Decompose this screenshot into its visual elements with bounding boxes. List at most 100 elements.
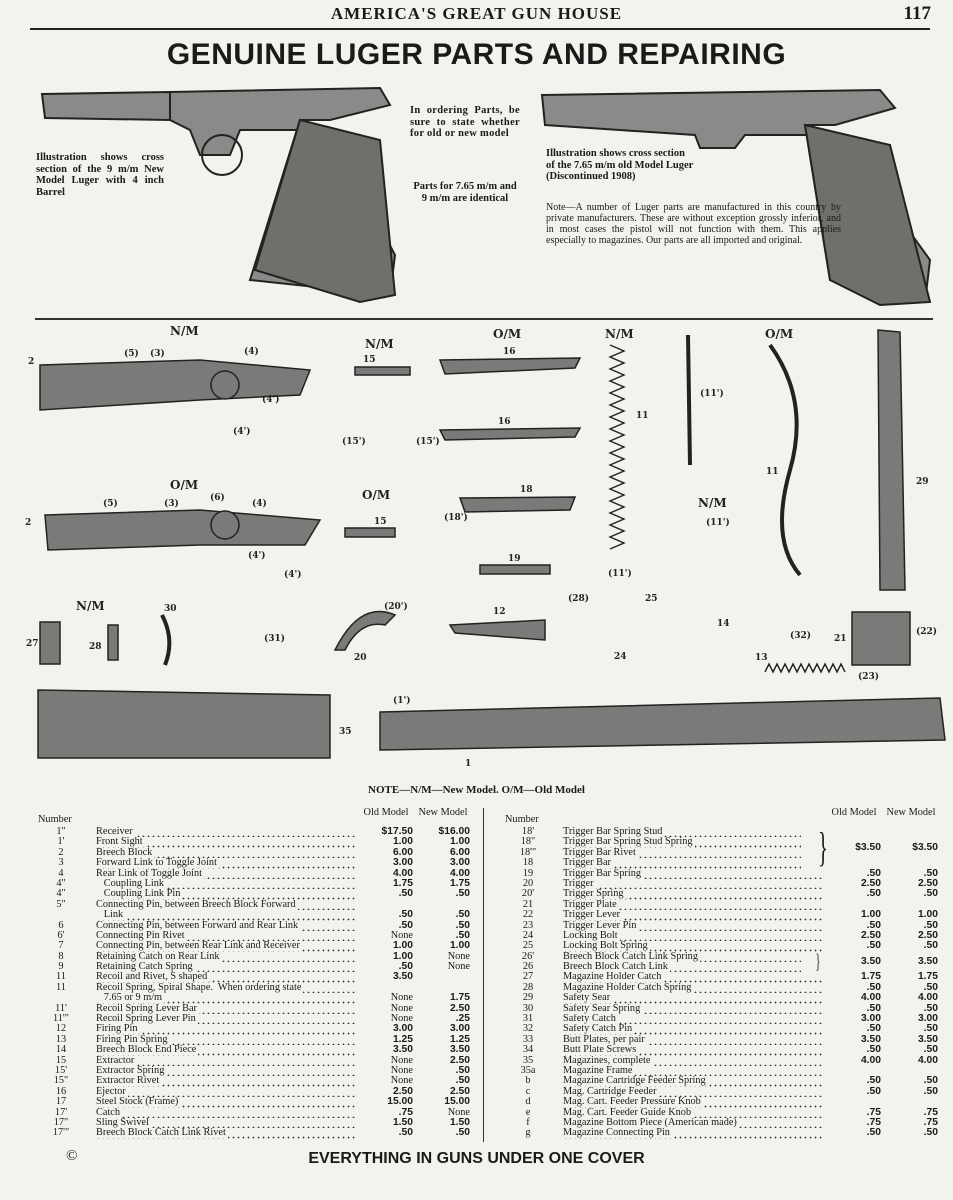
manufacturer-note: Note—A number of Luger parts are manufac… [546,202,841,246]
part-description-cell: Magazine Frame [563,1065,823,1077]
part-number: 25 [522,940,534,952]
part-description-cell: Trigger Lever Pin [563,920,823,931]
toggle-joint-om [210,510,240,540]
part-description-cell: Ejector [96,1086,355,1098]
part-description: Magazines, complete [563,1055,653,1066]
running-head: AMERICA'S GREAT GUN HOUSE [330,4,623,23]
part-description: Trigger Plate [563,899,619,910]
part-number-label: 13 [755,653,768,663]
part-description-cell: Coupling Link Pin [96,889,355,900]
new-model-price: .50 [455,919,470,931]
part-number: 33 [522,1033,534,1045]
part-description: Magazine Holder Catch [563,972,664,983]
new-model-price: .50 [923,1023,938,1035]
part-description-cell: Retaining Catch Spring [96,962,355,973]
model-abbreviation-note: NOTE—N/M—New Model. O/M—Old Model [368,784,585,796]
new-model-price: 1.25 [449,1033,470,1045]
part-description-cell: Breech Block Catch Link Spring [563,951,801,963]
old-model-price: $3.50 [855,841,881,853]
part-number: 11 [56,971,66,983]
part-number: 34 [522,1044,534,1056]
old-model-price: 2.50 [392,1085,413,1097]
part-number: 4" [56,888,66,900]
part-number: b [525,1075,531,1087]
part-number: 14 [55,1044,67,1056]
part-description: Mag. Cartridge Feeder [563,1086,659,1097]
part-description-cell: Magazine Bottom Piece (American made) [563,1117,823,1129]
part-number: 13 [55,1033,67,1045]
old-model-price: 1.00 [392,940,413,952]
new-model-price: 1.75 [449,992,470,1004]
part-description-cell: Trigger Bar Spring [563,868,823,879]
old-model-price: 4.00 [860,992,881,1004]
part-number-label: (4) [244,346,259,357]
old-model-price: .50 [866,1002,881,1014]
old-model-price: 3.50 [392,1044,413,1056]
part-number: 18'" [519,846,537,858]
part-description-cell: Breech Block [96,847,355,859]
new-model-price: $3.50 [912,841,938,853]
part-description-cell: Magazine Holder Catch Spring [563,982,823,994]
part-description-cell: Receiver [96,827,355,838]
part-description: Extractor [96,1055,137,1066]
model-label: N/M [698,496,727,510]
table-row: 20'Trigger Spring.50.50 [505,888,938,900]
new-model-price: 3.00 [449,1023,470,1035]
new-model-price: .75 [923,1106,938,1118]
old-model-price: .75 [866,1106,881,1118]
part-number-label: 15 [374,517,387,527]
part-description-cell: Recoil Spring Lever Bar [96,1003,355,1015]
part-number: 6' [57,929,65,941]
part-number: 35a [520,1064,536,1076]
old-model-price: .50 [866,1075,881,1087]
new-model-price: 15.00 [444,1096,470,1108]
luger-cross-section-illustrations [40,86,932,307]
part-description: Trigger Bar Spring Stud Spring [563,837,695,848]
model-label: N/M [76,599,105,613]
old-model-price: 1.00 [392,950,413,962]
new-model-price: 1.75 [449,877,470,889]
part-description: Coupling Link Pin [96,889,183,900]
new-model-price: 3.50 [917,1033,938,1045]
part-description-cell: Trigger Bar Rivet [563,847,801,859]
part-description: Magazine Holder Catch Spring [563,982,694,993]
part-number-label: 27 [26,639,39,649]
column-header-old-model: Old Model [363,807,409,818]
part-number: 20 [522,877,534,889]
part-number: 1" [56,826,66,837]
part-description-cell: Safety Catch [563,1014,823,1025]
part-description-cell: Trigger Spring [563,889,823,900]
part-description-cell: Sling Swivel [96,1117,355,1129]
spring-drawings [160,334,846,674]
new-model-price: 2.50 [449,1002,470,1014]
part-number: 31 [522,1013,534,1025]
breech-block-nm [39,359,312,411]
new-model-price: .50 [455,1064,470,1076]
old-model-price: .50 [866,981,881,993]
old-model-price: .50 [866,1127,881,1139]
model-label: N/M [170,324,199,338]
old-model-price: 3.00 [392,1023,413,1035]
part-number: 23 [522,919,534,931]
part-number-label: 11 [766,467,779,477]
old-model-price: 1.25 [392,1033,413,1045]
part-description: Mag. Cart. Feeder Guide Knob [563,1107,694,1118]
old-model-price: 1.75 [860,971,881,983]
new-model-price: 1.75 [917,971,938,983]
part-description-cell: Breech Block End Piece [96,1045,355,1056]
new-model-luger-illustration [40,86,397,304]
